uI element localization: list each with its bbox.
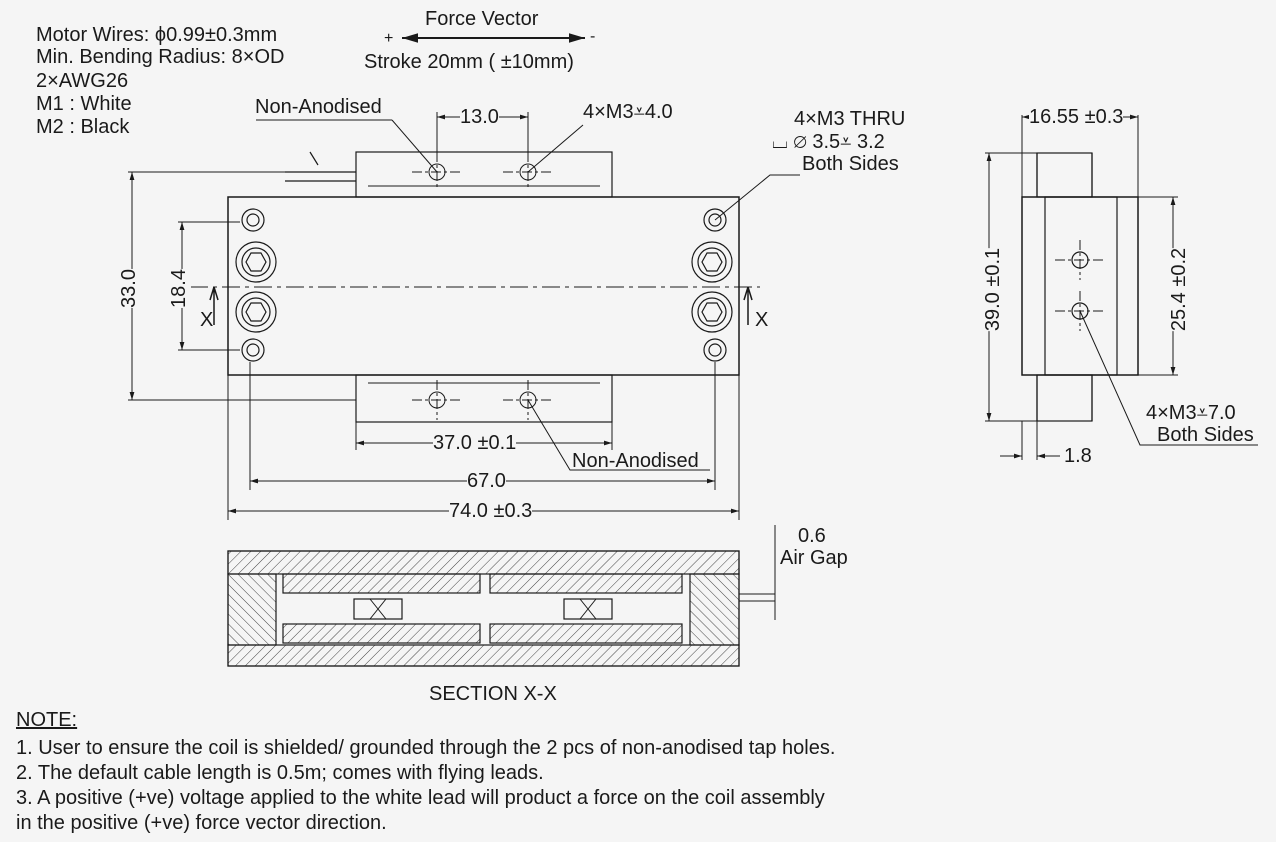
dim-33: 33.0 xyxy=(117,269,141,308)
coil-holes xyxy=(235,208,733,362)
bottom-magnet-plate xyxy=(355,374,613,423)
plate-holes xyxy=(412,152,553,420)
section-marker-left: X xyxy=(200,309,214,331)
note-4: in the positive (+ve) force vector direc… xyxy=(16,812,387,834)
stroke-label: Stroke 20mm ( ±10mm) xyxy=(364,51,574,73)
dim-13: 13.0 xyxy=(460,106,499,128)
air-gap-value: 0.6 xyxy=(798,525,826,547)
spec-m2: M2 : Black xyxy=(36,116,130,138)
dim-18-4: 18.4 xyxy=(167,269,191,308)
dim-67: 67.0 xyxy=(467,470,506,492)
side-tap-callout-1: 4×M3⩡7.0 xyxy=(1146,402,1236,424)
non-anodised-top: Non-Anodised xyxy=(255,96,382,118)
spec-motor-wires: Motor Wires: ϕ0.99±0.3mm xyxy=(36,24,278,46)
note-1: 1. User to ensure the coil is shielded/ … xyxy=(16,737,836,759)
dim-37: 37.0 ±0.1 xyxy=(433,432,517,454)
spec-awg: 2×AWG26 xyxy=(36,70,129,92)
dim-74: 74.0 ±0.3 xyxy=(449,500,533,522)
force-vector-title: Force Vector xyxy=(425,8,539,30)
section-marker-right: X xyxy=(755,309,769,331)
dim-16-55: 16.55 ±0.3 xyxy=(1029,106,1124,128)
motor-wires xyxy=(285,151,356,182)
dim-39: 39.0 ±0.1 xyxy=(982,247,1006,332)
section-title: SECTION X-X xyxy=(429,683,557,705)
air-gap-label: Air Gap xyxy=(780,547,848,569)
force-minus: - xyxy=(590,28,596,45)
dim-25-4: 25.4 ±0.2 xyxy=(1168,247,1192,332)
note-2: 2. The default cable length is 0.5m; com… xyxy=(16,762,544,784)
side-tap-callout-2: Both Sides xyxy=(1157,424,1254,446)
spec-m1: M1 : White xyxy=(36,93,132,115)
section-view xyxy=(227,525,776,667)
thru-callout-1: 4×M3 THRU xyxy=(794,108,906,130)
coil-body xyxy=(227,196,740,376)
spec-bending-radius: Min. Bending Radius: 8×OD xyxy=(36,46,285,68)
thru-callout-2: ⌴ ∅ 3.5⩡ 3.2 xyxy=(772,131,885,153)
dim-1-8: 1.8 xyxy=(1064,445,1092,467)
tap-holes-callout: 4×M3⩡4.0 xyxy=(583,101,673,123)
non-anodised-bottom: Non-Anodised xyxy=(572,450,699,472)
notes-heading: NOTE: xyxy=(16,709,78,731)
top-magnet-plate xyxy=(355,151,613,198)
thru-callout-3: Both Sides xyxy=(802,153,899,175)
force-plus: + xyxy=(384,30,394,47)
note-3: 3. A positive (+ve) voltage applied to t… xyxy=(16,787,825,809)
